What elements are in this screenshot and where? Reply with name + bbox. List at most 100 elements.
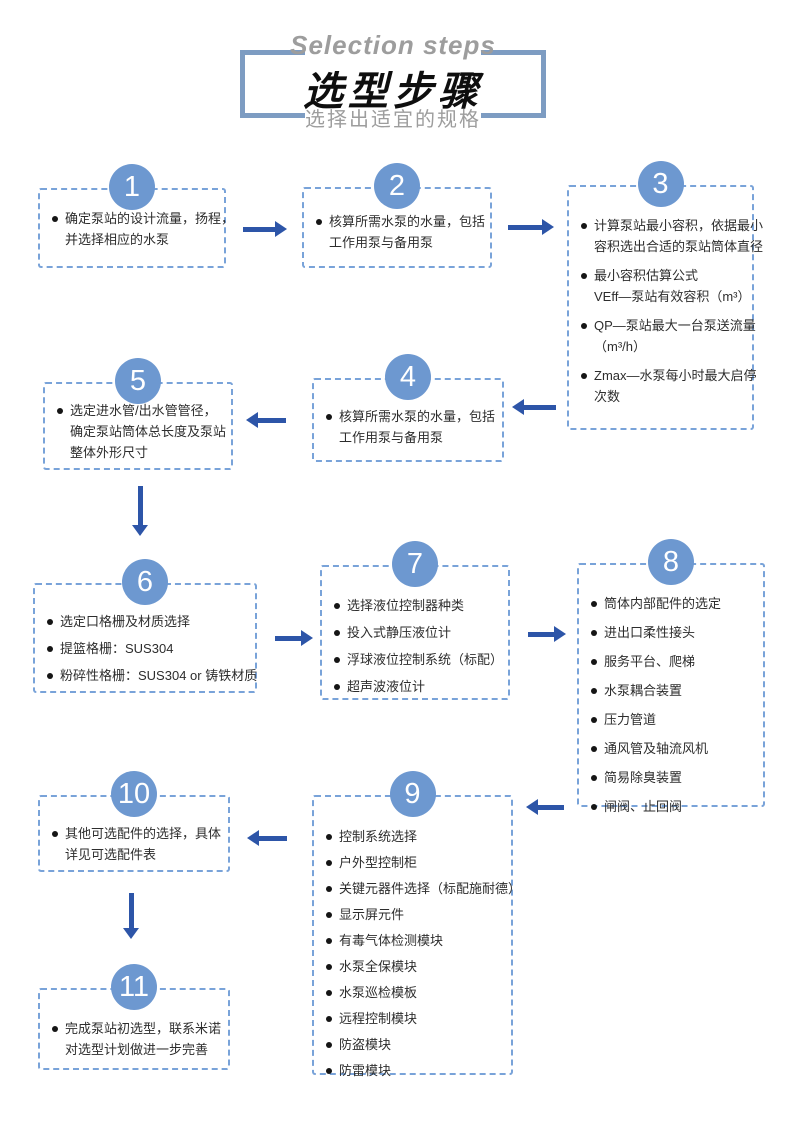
bullet-dot-icon [334,684,340,690]
step-box-3: 3 计算泵站最小容积，依据最小 容积选出合适的泵站筒体直径最小容积估算公式 VEf… [567,161,763,430]
bullet-dot-icon [326,1016,332,1022]
step-item-text: 防雷模块 [339,1063,392,1078]
bracket-left-decoration [240,50,305,118]
subtitle: 选择出适宜的规格 [305,109,481,131]
bullet-dot-icon [581,323,587,329]
bullet-dot-icon [52,216,58,222]
step-number-badge: 9 [389,771,436,817]
bullet-dot-icon [326,414,332,420]
step-number-badge: 2 [374,163,420,209]
step-item-text: 粉碎性格栅：SUS304 or 铸铁材质 [60,668,258,683]
step-item-text: 投入式静压液位计 [347,625,452,640]
step-box-11: 11 完成泵站初选型，联系米诺 对选型计划做进一步完善 [38,964,230,1070]
flow-arrow-right [243,221,287,237]
step-item-text: 选定口格栅及材质选择 [60,614,191,629]
flow-arrow-right [528,626,566,642]
bullet-dot-icon [52,831,58,837]
step-item: 闸阀、止回阀 [589,796,759,817]
step-number-badge: 7 [392,541,438,587]
bullet-dot-icon [581,273,587,279]
bullet-dot-icon [326,1042,332,1048]
step-item-text: 水泵耦合装置 [604,683,683,698]
step-item-text: 水泵全保模块 [339,959,418,974]
flow-arrow-left [526,799,564,815]
step-number-badge: 3 [637,161,684,207]
step-item-text: 远程控制模块 [339,1011,418,1026]
step-item: 粉碎性格栅：SUS304 or 铸铁材质 [45,665,257,686]
bullet-dot-icon [581,373,587,379]
flow-arrow-left [247,830,287,846]
step-item: 防盗模块 [324,1034,507,1055]
flow-arrow-right [275,630,313,646]
step-item-text: 确定泵站的设计流量，扬程， 并选择相应的水泵 [65,211,235,247]
step-item-text: 超声波液位计 [347,679,426,694]
step-item-text: 简易除臭装置 [604,770,683,785]
flow-arrow-left [512,399,556,415]
step-item: 确定泵站的设计流量，扬程， 并选择相应的水泵 [50,208,234,250]
step-item: Zmax—水泵每小时最大启停 次数 [579,365,757,407]
step-item: 显示屏元件 [324,904,507,925]
bullet-dot-icon [326,834,332,840]
step-item: 简易除臭装置 [589,767,759,788]
step-item-text: 防盗模块 [339,1037,392,1052]
bullet-dot-icon [57,408,63,414]
step-item: 选定口格栅及材质选择 [45,611,251,632]
step-item-text: 显示屏元件 [339,907,405,922]
bullet-dot-icon [326,964,332,970]
bullet-dot-icon [47,646,53,652]
step-item-text: 其他可选配件的选择，具体 详见可选配件表 [65,826,222,862]
step-item: 超声波液位计 [332,676,504,697]
step-item: 浮球液位控制系统（标配） [332,649,504,670]
flow-arrow-down [132,486,148,536]
bullet-dot-icon [316,219,322,225]
step-item-text: 完成泵站初选型，联系米诺 对选型计划做进一步完善 [65,1021,222,1057]
step-item: 提篮格栅：SUS304 [45,638,251,659]
step-item-text: 选择液位控制器种类 [347,598,465,613]
step-item-text: 选定进水管/出水管管径， 确定泵站筒体总长度及泵站 整体外形尺寸 [70,403,227,460]
step-item-text: 水泵巡检模板 [339,985,418,1000]
bullet-dot-icon [581,223,587,229]
step-item: 计算泵站最小容积，依据最小 容积选出合适的泵站筒体直径 [579,215,763,257]
step-item: 进出口柔性接头 [589,622,759,643]
step-item: 远程控制模块 [324,1008,507,1029]
bullet-dot-icon [326,1068,332,1074]
bullet-dot-icon [326,938,332,944]
flow-arrow-left [246,412,286,428]
bullet-dot-icon [591,659,597,665]
bullet-dot-icon [591,717,597,723]
step-item-text: 通风管及轴流风机 [604,741,709,756]
step-number-badge: 11 [111,964,157,1010]
step-item: 压力管道 [589,709,759,730]
step-item: QP—泵站最大一台泵送流量 （m³/h） [579,315,756,357]
step-box-10: 10 其他可选配件的选择，具体 详见可选配件表 [38,771,230,872]
step-item: 其他可选配件的选择，具体 详见可选配件表 [50,823,224,865]
step-item-text: 闸阀、止回阀 [604,799,683,814]
step-item: 户外型控制柜 [324,852,507,873]
step-item-text: 进出口柔性接头 [604,625,696,640]
step-item: 水泵全保模块 [324,956,507,977]
bullet-dot-icon [326,860,332,866]
step-item: 核算所需水泵的水量，包括 工作用泵与备用泵 [324,406,498,448]
bullet-dot-icon [591,601,597,607]
step-item: 最小容积估算公式 VEff—泵站有效容积（m³） [579,265,751,307]
step-item: 有毒气体检测模块 [324,930,507,951]
step-item: 选择液位控制器种类 [332,595,504,616]
step-item: 水泵耦合装置 [589,680,759,701]
step-box-7: 7 选择液位控制器种类投入式静压液位计浮球液位控制系统（标配） 超声波液位计 [320,541,510,700]
bullet-dot-icon [334,630,340,636]
step-item-text: 筒体内部配件的选定 [604,596,722,611]
step-item: 关键元器件选择（标配施耐德） [324,878,521,899]
step-item-text: 核算所需水泵的水量，包括 工作用泵与备用泵 [339,409,496,445]
step-number-badge: 10 [111,771,157,817]
flow-arrow-right [508,219,554,235]
step-item: 投入式静压液位计 [332,622,504,643]
step-item: 服务平台、爬梯 [589,651,759,672]
bullet-dot-icon [47,619,53,625]
step-item-text: 最小容积估算公式 VEff—泵站有效容积（m³） [594,268,751,304]
bracket-right-decoration [481,50,546,118]
